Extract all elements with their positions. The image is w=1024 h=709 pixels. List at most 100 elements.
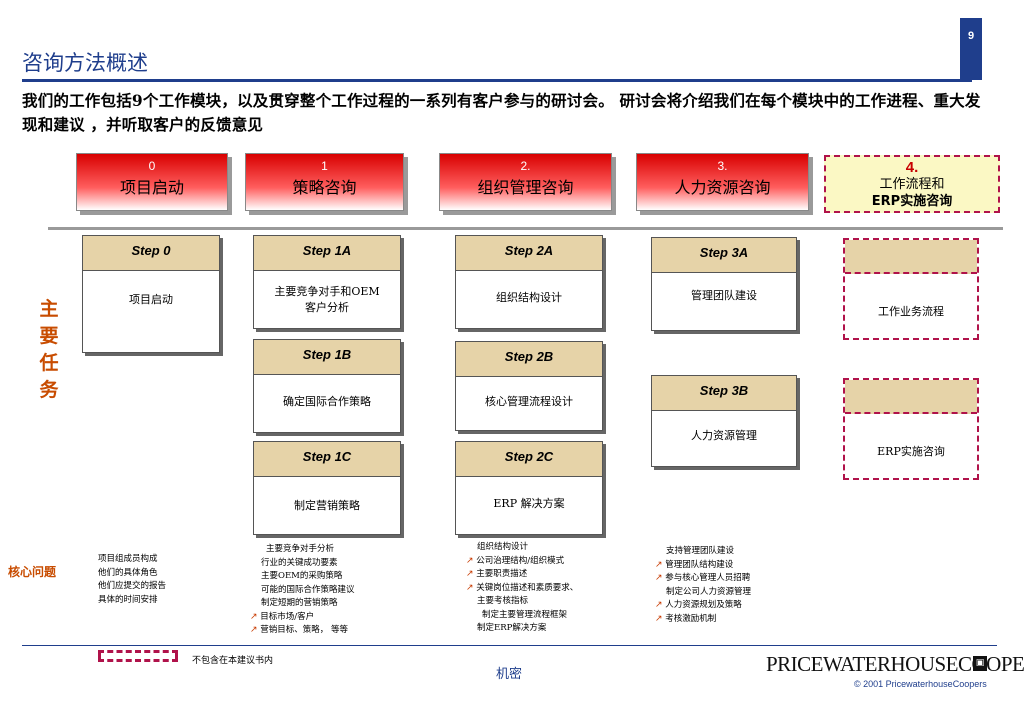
note-item: 他们应提交的报告: [98, 581, 167, 591]
note-text: 公司治理结构/组织模式: [476, 555, 565, 566]
notes-column-0: 项目组成员构成 他们的具体角色 他们应提交的报告 具体的时间安排: [98, 553, 166, 607]
main-tasks-label: 主 要 任 务: [38, 296, 60, 404]
step-4a-dashed-box: 工作业务流程: [843, 238, 979, 340]
arrow-icon: ↗: [466, 569, 474, 579]
label-char: 要: [39, 325, 59, 347]
note-item-bulleted: ↗ 管理团队结构建设: [655, 559, 751, 573]
note-text: 关键岗位描述和素质要求、: [476, 582, 579, 593]
step-head: Step 1B: [254, 340, 400, 375]
step-body: ERP 解决方案: [493, 497, 565, 510]
note-item: 制定主要管理流程框架: [482, 609, 568, 620]
note-text: 参与核心管理人员招聘: [665, 573, 751, 583]
note-item: 制定ERP解决方案: [477, 623, 547, 633]
step-1a-box: Step 1A 主要竞争对手和OEM 客户分析: [253, 235, 401, 329]
note-item: 支持管理团队建设: [666, 546, 735, 556]
phase-2-box: 2. 组织管理咨询: [439, 153, 612, 211]
step-head: Step 1A: [254, 236, 400, 271]
note-item: 可能的国际合作策略建议: [261, 584, 355, 595]
phase-name: 组织管理咨询: [477, 178, 574, 197]
note-item-bulleted: ↗ 公司治理结构/组织模式: [466, 555, 578, 569]
confidential-label: 机密: [496, 667, 523, 682]
footer-divider: [22, 645, 997, 646]
copyright-text: © 2001 PricewaterhouseCoopers: [854, 679, 987, 689]
note-item-bulleted: ↗ 主要职责描述: [466, 568, 578, 582]
step-3a-box: Step 3A 管理团队建设: [651, 237, 797, 331]
section-divider: [48, 227, 1003, 230]
note-item-bulleted: ↗ 人力资源规划及策略: [655, 599, 751, 613]
label-char: 务: [39, 379, 59, 401]
note-item: 主要OEM的采购策略: [261, 571, 343, 581]
notes-column-1: 主要竞争对手分析 行业的关键成功要素 主要OEM的采购策略 可能的国际合作策略建…: [250, 543, 355, 638]
step-body-line2: 客户分析: [305, 301, 349, 314]
step-head: Step 2A: [456, 236, 602, 271]
phase-name: 项目启动: [119, 178, 184, 197]
step-head: Step 2C: [456, 442, 602, 477]
note-item: 具体的时间安排: [98, 594, 158, 605]
step-head: Step 1C: [254, 442, 400, 477]
note-item-bulleted: ↗ 考核激励机制: [655, 613, 751, 627]
step-body: 工作业务流程: [878, 305, 944, 318]
step-head: Step 3A: [652, 238, 796, 273]
intro-paragraph: 我们的工作包括9个工作模块，以及贯穿整个工作过程的一系列有客户参与的研讨会。 研…: [22, 91, 981, 134]
step-2b-box: Step 2B 核心管理流程设计: [455, 341, 603, 431]
note-text: 考核激励机制: [665, 613, 717, 624]
step-2c-box: Step 2C ERP 解决方案: [455, 441, 603, 535]
note-item: 项目组成员构成: [98, 554, 158, 564]
phase-4-box: 4. 工作流程和 ERP实施咨询: [824, 155, 1000, 213]
step-head: [845, 380, 977, 414]
legend-dashed-swatch: [98, 650, 178, 662]
note-item-bulleted: ↗ 参与核心管理人员招聘: [655, 572, 751, 586]
label-char: 主: [39, 298, 59, 320]
step-0-box: Step 0 项目启动: [82, 235, 220, 353]
phase-1-box: 1 策略咨询: [245, 153, 404, 211]
note-text: 主要职责描述: [476, 569, 528, 579]
phase-number: 1: [321, 159, 328, 173]
note-item: 主要竞争对手分析: [266, 544, 335, 554]
phase-name-line2: ERP实施咨询: [871, 194, 953, 209]
arrow-icon: ↗: [655, 600, 663, 610]
note-item: 制定公司人力资源管理: [666, 586, 752, 597]
arrow-icon: ↗: [250, 611, 258, 622]
arrow-icon: ↗: [655, 613, 663, 624]
step-head: [845, 240, 977, 274]
note-item-bulleted: ↗ 关键岗位描述和素质要求、: [466, 582, 578, 596]
note-item-bulleted: ↗ 目标市场/客户: [250, 611, 355, 625]
step-1c-box: Step 1C 制定营销策略: [253, 441, 401, 535]
phase-number: 3.: [717, 159, 728, 173]
phase-name: 人力资源咨询: [674, 178, 771, 197]
logo-mark-icon: ▣: [973, 656, 987, 671]
step-body: 组织结构设计: [496, 291, 562, 304]
arrow-icon: ↗: [655, 559, 663, 570]
arrow-icon: ↗: [655, 573, 663, 583]
step-body: 制定营销策略: [294, 499, 360, 512]
page-title: 咨询方法概述: [22, 51, 148, 75]
phase-name: 策略咨询: [292, 178, 357, 197]
notes-column-3: 支持管理团队建设 ↗ 管理团队结构建设 ↗ 参与核心管理人员招聘 制定公司人力资…: [655, 545, 751, 626]
step-3b-box: Step 3B 人力资源管理: [651, 375, 797, 467]
note-item: 他们的具体角色: [98, 567, 158, 578]
step-body: 项目启动: [129, 293, 173, 306]
step-body: 确定国际合作策略: [283, 395, 371, 408]
step-body: 核心管理流程设计: [485, 395, 573, 408]
page-number: 9: [960, 18, 982, 80]
phase-number: 2.: [520, 159, 531, 173]
step-head: Step 3B: [652, 376, 796, 411]
note-text: 目标市场/客户: [260, 611, 315, 622]
label-char: 任: [39, 352, 59, 374]
phase-0-box: 0 项目启动: [76, 153, 228, 211]
note-text: 人力资源规划及策略: [665, 600, 742, 610]
step-4b-dashed-box: ERP实施咨询: [843, 378, 979, 480]
arrow-icon: ↗: [466, 582, 474, 593]
note-item: 行业的关键成功要素: [261, 557, 338, 568]
step-head: Step 0: [83, 236, 219, 271]
legend-text: 不包含在本建议书内: [192, 656, 274, 666]
step-2a-box: Step 2A 组织结构设计: [455, 235, 603, 329]
step-body-line1: 主要竞争对手和OEM: [274, 285, 380, 298]
note-item: 组织结构设计: [477, 542, 529, 552]
step-head: Step 2B: [456, 342, 602, 377]
note-item-bulleted: ↗ 营销目标、策略， 等等: [250, 624, 355, 638]
step-1b-box: Step 1B 确定国际合作策略: [253, 339, 401, 433]
note-text: 管理团队结构建设: [665, 559, 734, 570]
phase-3-box: 3. 人力资源咨询: [636, 153, 809, 211]
phase-number: 4.: [905, 159, 919, 176]
